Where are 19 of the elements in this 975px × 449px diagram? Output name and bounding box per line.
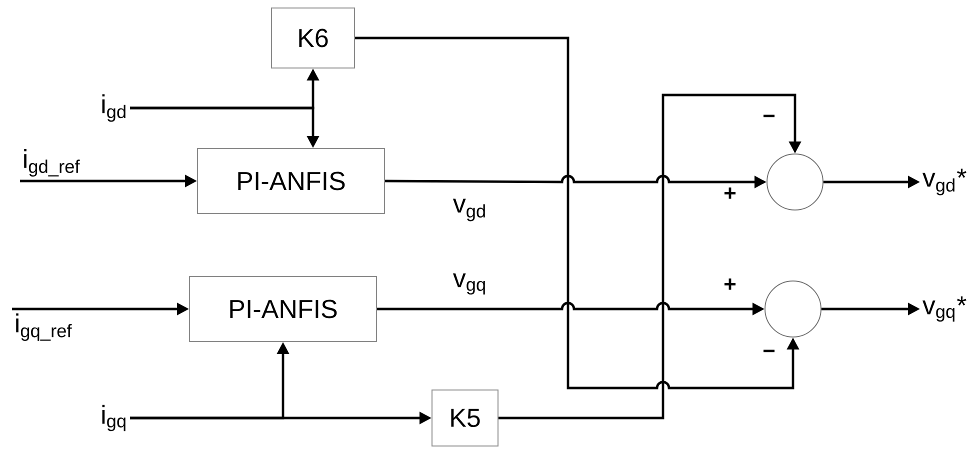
edge-label: v$_{gd}$	[452, 198, 485, 222]
sign-label: −	[763, 114, 775, 118]
signal-label: i$_{gd_ref}$	[24, 149, 80, 177]
signal-label: i$_{gd}$	[102, 94, 126, 122]
signal-label: i$_{gq}$	[102, 404, 126, 432]
signal-label: i$_{gq_ref}$	[16, 313, 72, 341]
arrow	[498, 94, 802, 420]
controller-box: PI-ANFIS	[197, 148, 385, 214]
gain-box: K5	[432, 390, 498, 446]
summing-junction	[766, 154, 824, 210]
edge-label: v$_{gq}$	[452, 273, 485, 295]
gain-box: K6	[271, 8, 355, 68]
sign-label: −	[763, 350, 775, 352]
controller-box: PI-ANFIS	[189, 276, 377, 342]
output-label: v$_{gd}$*	[922, 168, 966, 196]
sign-label: +	[724, 188, 736, 199]
sign-label: +	[724, 278, 736, 290]
summing-junction	[764, 280, 822, 338]
output-label: v$_{gq}$*	[922, 296, 966, 322]
